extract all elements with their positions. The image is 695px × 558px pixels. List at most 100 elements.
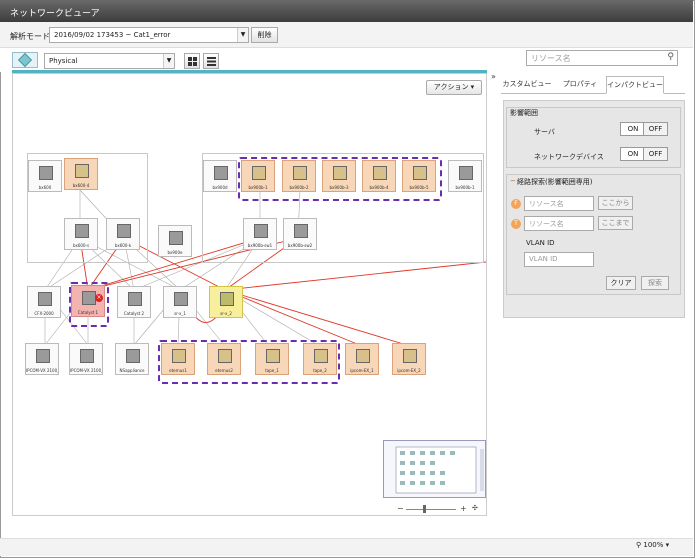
- zoom-out-icon[interactable]: −: [397, 504, 404, 513]
- node-label: ipcom-EX_1: [350, 368, 374, 373]
- topology-node[interactable]: bx600-4: [64, 158, 98, 190]
- topology-node[interactable]: CFX-2000: [27, 286, 61, 318]
- topology-node[interactable]: sr-x_1: [163, 286, 197, 318]
- topology-node[interactable]: bx900b-sw2: [283, 218, 317, 250]
- device-icon: [314, 349, 328, 363]
- from-resource-input[interactable]: リソース名: [524, 196, 594, 211]
- node-label: bx600-4: [72, 183, 90, 188]
- grid-icon: [187, 57, 197, 66]
- node-label: bx900b-5: [409, 185, 429, 190]
- fit-icon[interactable]: ✣: [472, 504, 478, 512]
- topology-node[interactable]: bx900b-2: [282, 160, 316, 192]
- topology-node[interactable]: bx900e: [158, 225, 192, 257]
- topology-node[interactable]: IPCOM-VX 2100_2: [69, 343, 103, 375]
- zoom-slider[interactable]: − + ✣: [397, 504, 483, 514]
- to-resource-input[interactable]: リソース名: [524, 216, 594, 231]
- topology-node[interactable]: bx900b-4: [362, 160, 396, 192]
- to-here-button[interactable]: ここまで: [598, 216, 633, 230]
- tab-custom-view[interactable]: カスタムビュー: [502, 80, 552, 88]
- topology-node[interactable]: bx600-s: [64, 218, 98, 250]
- server-on[interactable]: ON: [621, 123, 645, 135]
- tab-properties[interactable]: プロパティ: [562, 80, 598, 88]
- zoom-value: 100%: [643, 541, 664, 549]
- topology-node[interactable]: bx900b-3: [322, 160, 356, 192]
- tab-impact-view[interactable]: インパクトビュー: [606, 76, 664, 94]
- topology-node[interactable]: eternus2: [207, 343, 241, 375]
- network-view-icon[interactable]: [12, 52, 38, 68]
- collapse-panel-icon[interactable]: »: [491, 72, 496, 81]
- node-label: eternus1: [169, 368, 187, 373]
- topology-node[interactable]: sr-x_2: [209, 286, 243, 318]
- chevron-down-icon: ▾: [665, 541, 670, 549]
- search-icon[interactable]: ⚲: [667, 52, 674, 62]
- list-view-button[interactable]: [203, 53, 219, 69]
- device-icon: [252, 166, 266, 180]
- vlan-input[interactable]: VLAN ID: [524, 252, 594, 267]
- topology-node[interactable]: bx900b-1: [448, 160, 482, 192]
- topology-node[interactable]: tape_2: [303, 343, 337, 375]
- node-label: bx600: [38, 185, 52, 190]
- clear-button[interactable]: クリア: [606, 276, 636, 290]
- impact-highlight-storage: [158, 340, 340, 384]
- topology-node[interactable]: bx900b-1: [241, 160, 275, 192]
- device-icon: [459, 166, 473, 180]
- topology-node[interactable]: tape_1: [255, 343, 289, 375]
- topology-node[interactable]: ipcom-EX_1: [345, 343, 379, 375]
- device-icon: [214, 166, 228, 180]
- node-label: ipcom-EX_2: [397, 368, 421, 373]
- topology-node[interactable]: ipcom-EX_2: [392, 343, 426, 375]
- server-toggle[interactable]: ON OFF: [620, 122, 668, 136]
- device-icon: [403, 349, 417, 363]
- impact-range-title: 影響範囲: [510, 109, 538, 117]
- network-off[interactable]: OFF: [643, 148, 667, 160]
- network-toggle[interactable]: ON OFF: [620, 147, 668, 161]
- delete-button[interactable]: 削除: [251, 27, 278, 43]
- node-label: bx900b-1: [455, 185, 475, 190]
- topology-node[interactable]: IPCOM-VX 2100_1: [25, 343, 59, 375]
- minimap[interactable]: [383, 440, 486, 498]
- topology-node[interactable]: eternus1: [161, 343, 195, 375]
- server-off[interactable]: OFF: [643, 123, 667, 135]
- topology-node[interactable]: bx600-k: [106, 218, 140, 250]
- resource-search-input[interactable]: リソース名 ⚲: [526, 50, 678, 66]
- device-icon: [128, 292, 142, 306]
- zoom-handle[interactable]: [423, 505, 426, 513]
- zoom-level[interactable]: ⚲ 100% ▾: [636, 541, 669, 549]
- device-icon: [75, 164, 89, 178]
- magnifier-icon: ⚲: [636, 541, 644, 549]
- zoom-in-icon[interactable]: +: [460, 504, 467, 513]
- search-button[interactable]: 探索: [641, 276, 669, 290]
- analysis-mode-select[interactable]: 2016/09/02 173453 ~ Cat1_error ▼: [49, 27, 249, 43]
- device-icon: [169, 231, 183, 245]
- topology-node[interactable]: Catalyst 1×: [71, 285, 105, 317]
- layer-select[interactable]: Physical ▼: [44, 53, 175, 69]
- node-label: bx900b-2: [289, 185, 309, 190]
- canvas-header-bar: [12, 70, 487, 73]
- node-label: bx900b-4: [369, 185, 389, 190]
- node-label: tape_1: [265, 368, 279, 373]
- chassis-group-bx600: [27, 153, 148, 263]
- chevron-down-icon: ▼: [163, 54, 174, 68]
- collapse-section-icon[interactable]: −: [510, 177, 516, 185]
- path-search-section: [506, 174, 681, 295]
- device-icon: [36, 349, 50, 363]
- topology-node[interactable]: bx900b-5: [402, 160, 436, 192]
- topology-node[interactable]: Catalyst 2: [117, 286, 151, 318]
- node-label: NSappliance: [119, 368, 145, 373]
- from-here-button[interactable]: ここから: [598, 196, 633, 210]
- list-icon: [206, 57, 216, 66]
- topology-node[interactable]: NSappliance: [115, 343, 149, 375]
- topology-node[interactable]: bx900b-sw1: [243, 218, 277, 250]
- network-device-label: ネットワークデバイス: [534, 153, 604, 161]
- window-title: ネットワークビューア: [10, 9, 100, 19]
- network-on[interactable]: ON: [621, 148, 645, 160]
- topology-node[interactable]: bx900d: [203, 160, 237, 192]
- grid-view-button[interactable]: [184, 53, 200, 69]
- node-label: IPCOM-VX 2100_1: [26, 368, 58, 373]
- topology-node[interactable]: bx600: [28, 160, 62, 192]
- device-icon: [38, 292, 52, 306]
- device-icon: [80, 349, 94, 363]
- node-label: eternus2: [215, 368, 233, 373]
- node-label: bx900b-sw1: [247, 243, 273, 248]
- action-button[interactable]: アクション ▾: [426, 80, 482, 95]
